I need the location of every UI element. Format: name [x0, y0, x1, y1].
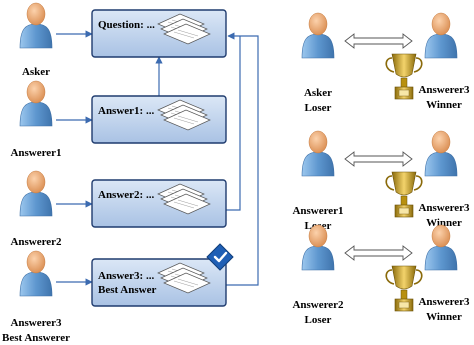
right-pairs: AskerLoserAnswerer3WinnerAnswerer1LoserA… [292, 12, 470, 326]
box-question: Question: ... [91, 9, 227, 58]
connector-answer3-to-question [226, 32, 259, 286]
document-stack-icon [157, 13, 211, 45]
connector-answer2-to-question [226, 36, 241, 211]
person-asker [19, 2, 53, 49]
winner-status-label: Winner [426, 99, 462, 111]
winner-status-label: Winner [426, 217, 462, 229]
person-answerer1 [19, 80, 53, 127]
person-role-answerer3: Best Answerer [2, 332, 70, 344]
winner-status-label: Winner [426, 311, 462, 323]
person-label-asker: Asker [22, 66, 50, 78]
document-stack-icon [157, 99, 211, 131]
person-label-answerer3: Answerer3 [10, 317, 62, 329]
document-stack-icon [157, 262, 211, 294]
box-label-answer2: Answer2: ... [98, 189, 154, 201]
winner-name-label: Answerer3 [418, 296, 470, 308]
person-label-answerer2: Answerer2 [10, 236, 62, 248]
box-answer3: Answer3: ... Best Answer [91, 243, 234, 307]
document-stack-icon [157, 183, 211, 215]
winner-person [424, 224, 458, 271]
trophy-icon [385, 265, 423, 312]
winner-person [424, 12, 458, 59]
loser-person [301, 224, 335, 271]
winner-name-label: Answerer3 [418, 202, 470, 214]
comparison-double-arrow-icon [344, 151, 413, 167]
trophy-icon [385, 53, 423, 100]
comparison-pair-2: Answerer1LoserAnswerer3Winner [292, 130, 470, 232]
loser-status-label: Loser [305, 314, 332, 326]
loser-person [301, 12, 335, 59]
box-sublabel-answer3: Best Answer [98, 284, 156, 296]
person-answerer2 [19, 170, 53, 217]
box-answer2: Answer2: ... [91, 179, 227, 228]
person-answerer3 [19, 250, 53, 297]
box-label-answer3: Answer3: ... [98, 270, 154, 282]
winner-person [424, 130, 458, 177]
check-badge-icon [206, 243, 234, 271]
connector-lines [56, 30, 259, 286]
loser-name-label: Answerer2 [292, 299, 344, 311]
box-answer1: Answer1: ... [91, 95, 227, 144]
comparison-double-arrow-icon [344, 245, 413, 261]
box-label-answer1: Answer1: ... [98, 105, 154, 117]
winner-name-label: Answerer3 [418, 84, 470, 96]
box-label-question: Question: ... [98, 19, 155, 31]
trophy-icon [385, 171, 423, 218]
comparison-double-arrow-icon [344, 33, 413, 49]
left-boxes: Question: ... Answer1: ... Answer2: ... Ans… [91, 9, 234, 307]
loser-name-label: Asker [304, 87, 332, 99]
loser-status-label: Loser [305, 102, 332, 114]
person-label-answerer1: Answerer1 [10, 147, 61, 159]
loser-person [301, 130, 335, 177]
loser-name-label: Answerer1 [292, 205, 343, 217]
